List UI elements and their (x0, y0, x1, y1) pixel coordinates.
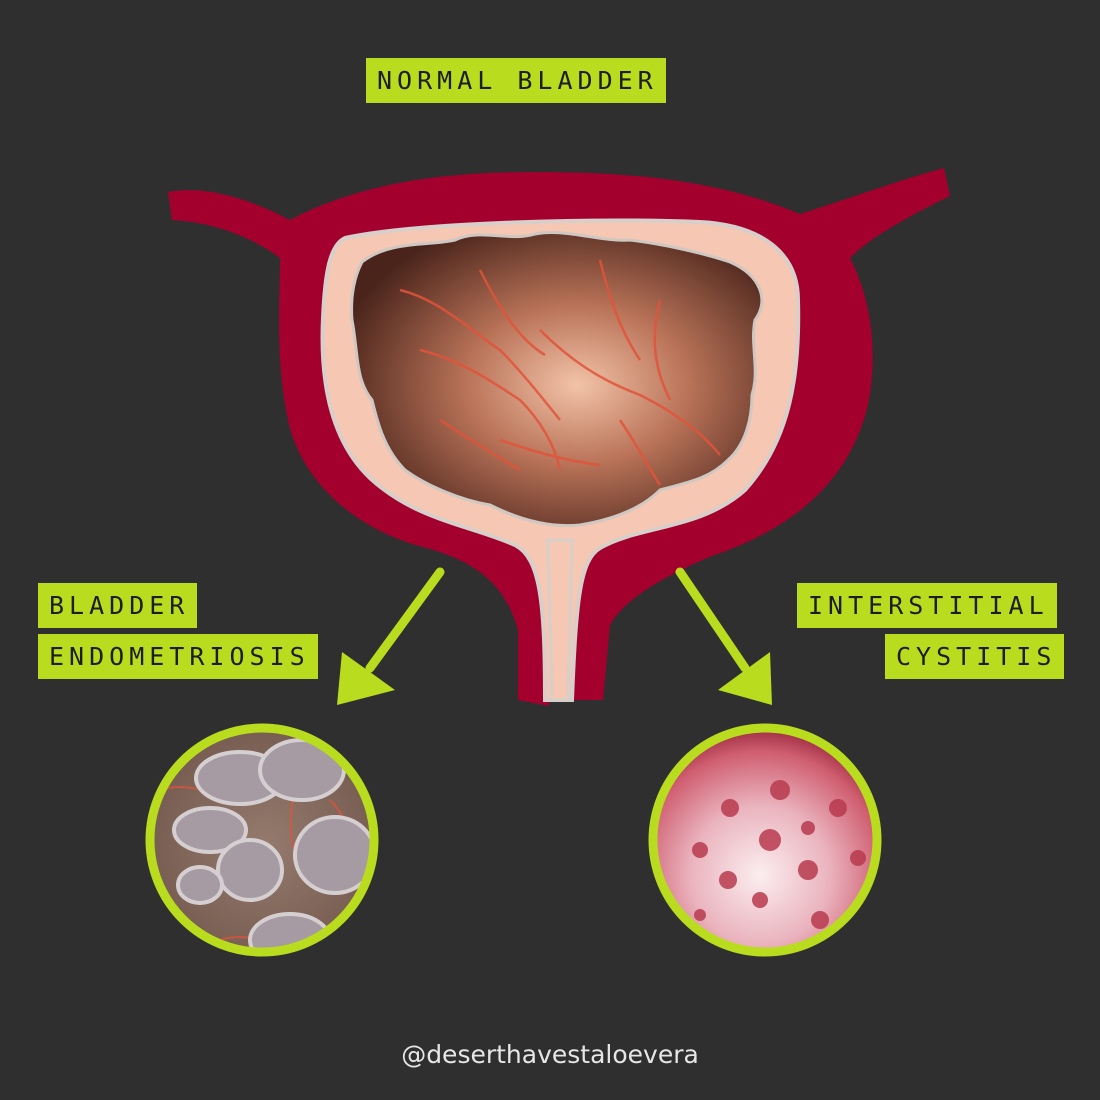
endometriosis-label-line2: ENDOMETRIOSIS (38, 634, 318, 679)
urethra-lining (546, 538, 574, 702)
endometriosis-label-line1: BLADDER (38, 583, 198, 628)
interstitial-cystitis-closeup (648, 723, 882, 957)
bladder-illustration (168, 168, 950, 706)
arrow-down-left (337, 567, 445, 705)
endometriosis-closeup (145, 723, 379, 957)
interstitial-cystitis-label-line2: CYSTITIS (885, 634, 1065, 679)
interstitial-cystitis-label-line1: INTERSTITIAL (797, 583, 1057, 628)
arrow-down-right (675, 567, 772, 705)
normal-bladder-label: NORMAL BLADDER (366, 58, 666, 103)
blood-vessels (399, 259, 721, 486)
credit-handle: @deserthavestaloevera (401, 1040, 699, 1069)
